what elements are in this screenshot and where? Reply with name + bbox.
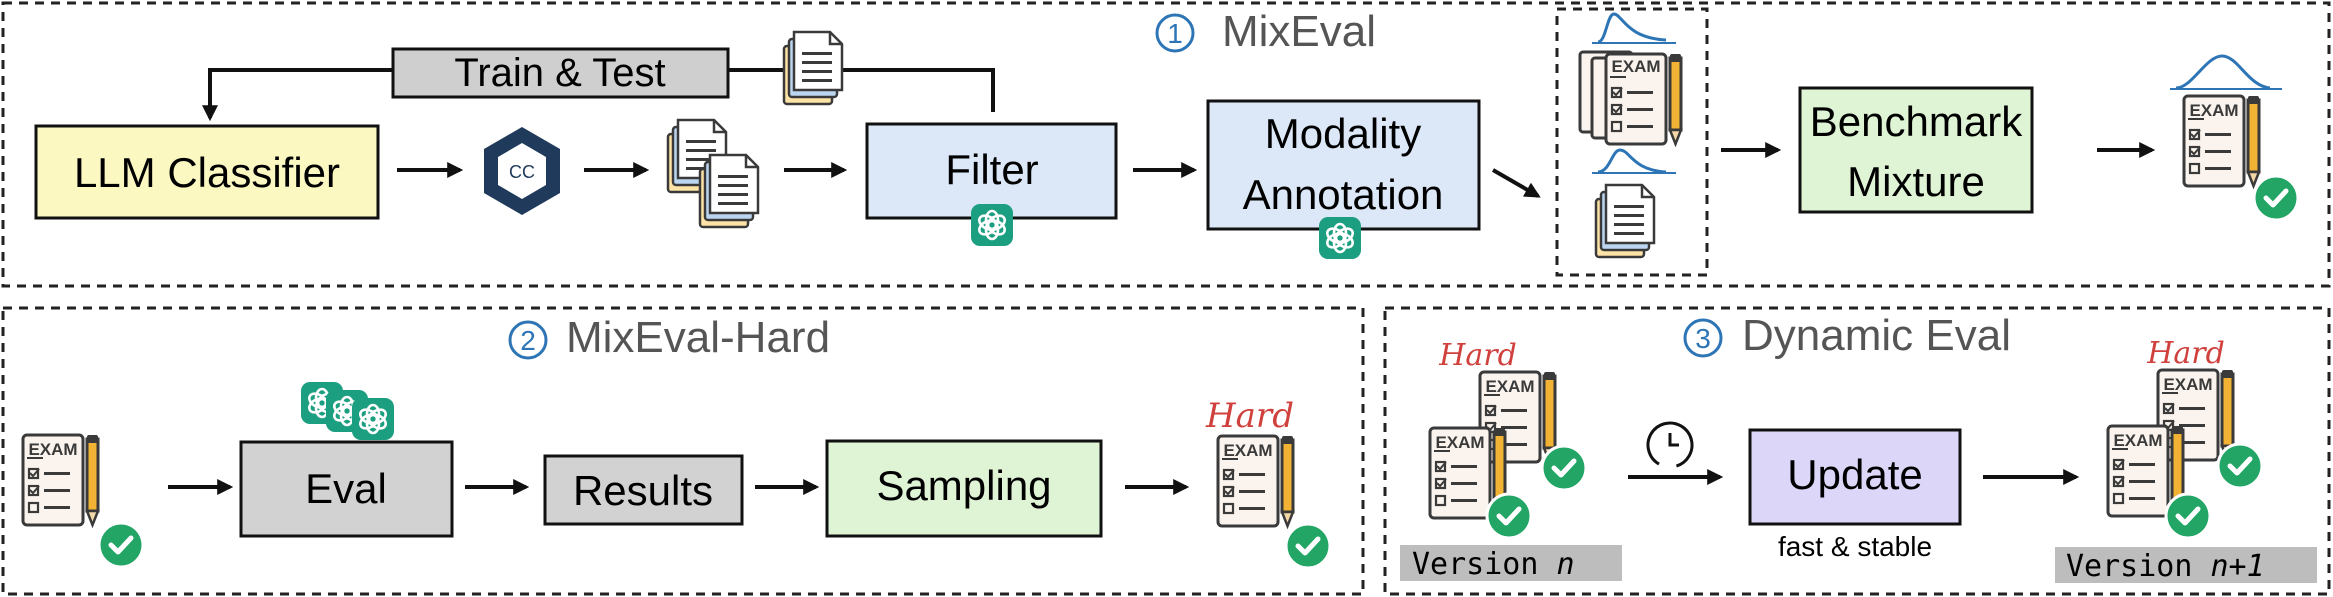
section-2-number: 2 bbox=[520, 325, 536, 356]
section-1-number: 1 bbox=[1167, 18, 1183, 49]
feedback-arrow bbox=[202, 68, 393, 122]
modality-annotation-box bbox=[1206, 99, 1481, 231]
svg-text:EXAM: EXAM bbox=[2189, 101, 2238, 120]
hard-label: Hard bbox=[2146, 336, 2225, 371]
section-3-circle bbox=[1683, 318, 1723, 358]
openai-logo-icon bbox=[350, 396, 396, 442]
svg-text:EXAM: EXAM bbox=[28, 440, 77, 459]
benchmark-mixture-box bbox=[1798, 86, 2034, 214]
svg-text:EXAM: EXAM bbox=[1223, 441, 1272, 460]
feedback-line bbox=[728, 68, 995, 112]
exam-icon: EXAM bbox=[2182, 94, 2261, 188]
section-2-title: MixEval-Hard bbox=[566, 313, 830, 362]
document-stack-icon bbox=[698, 153, 760, 229]
mixeval-section-header: 1 MixEval bbox=[1155, 7, 1376, 56]
version-n-label: Version n bbox=[1412, 547, 1575, 582]
hard-label: Hard bbox=[1205, 396, 1294, 436]
check-badge-icon bbox=[1286, 524, 1330, 568]
mixeval-hard-section-frame bbox=[1, 306, 1365, 596]
train-test-box bbox=[391, 47, 730, 99]
sampling-box bbox=[825, 439, 1103, 538]
clock-icon bbox=[1646, 421, 1694, 469]
exam-icon: EXAM bbox=[1428, 426, 1507, 520]
common-crawl-logo-icon: CC bbox=[484, 127, 560, 215]
exam-icon: EXAM bbox=[2156, 368, 2235, 462]
update-caption: fast & stable bbox=[1778, 531, 1932, 562]
check-badge-icon bbox=[2218, 444, 2262, 488]
dynamic-eval-section-header: 3 Dynamic Eval bbox=[1683, 311, 2011, 360]
exam-icon: EXAM bbox=[1216, 434, 1295, 528]
version-n-tag bbox=[1400, 545, 1622, 581]
benchmark-label-line2: Mixture bbox=[1847, 158, 1985, 205]
check-badge-icon bbox=[1542, 446, 1586, 490]
results-box bbox=[543, 454, 744, 526]
section-1-title: MixEval bbox=[1222, 7, 1376, 56]
document-stack-icon bbox=[782, 30, 844, 106]
check-badge-icon bbox=[2166, 494, 2210, 538]
distribution-curve-icon bbox=[2170, 54, 2282, 90]
llm-classifier-label: LLM Classifier bbox=[74, 149, 340, 196]
svg-text:EXAM: EXAM bbox=[1611, 57, 1660, 76]
sampling-label: Sampling bbox=[876, 462, 1051, 509]
filter-label: Filter bbox=[945, 146, 1038, 193]
document-stack-icon bbox=[1594, 183, 1656, 259]
check-badge-icon bbox=[99, 523, 143, 567]
modality-label-line1: Modality bbox=[1265, 110, 1421, 157]
exam-icon: EXAM bbox=[2106, 424, 2185, 518]
llm-classifier-box bbox=[34, 124, 380, 220]
results-label: Results bbox=[573, 467, 713, 514]
mixeval-hard-section-header: 2 MixEval-Hard bbox=[508, 313, 830, 362]
dynamic-eval-section-frame bbox=[1383, 306, 2331, 596]
eval-label: Eval bbox=[305, 465, 387, 512]
eval-box bbox=[239, 440, 454, 538]
svg-text:EXAM: EXAM bbox=[2113, 431, 2162, 450]
mixeval-section-frame bbox=[1, 1, 2331, 288]
distribution-curve-icon bbox=[1592, 12, 1676, 44]
svg-text:EXAM: EXAM bbox=[2163, 375, 2212, 394]
hard-label: Hard bbox=[1438, 338, 1517, 373]
version-n1-label: Version n+1 bbox=[2066, 549, 2265, 584]
svg-text:EXAM: EXAM bbox=[1485, 377, 1534, 396]
exam-icon: EXAM bbox=[21, 433, 100, 527]
arrow bbox=[1491, 168, 1541, 198]
benchmark-label-line1: Benchmark bbox=[1810, 98, 2023, 145]
modality-label-line2: Annotation bbox=[1243, 171, 1444, 218]
section-1-circle bbox=[1155, 13, 1195, 53]
check-badge-icon bbox=[1487, 494, 1531, 538]
update-box bbox=[1748, 428, 1962, 526]
svg-text:CC: CC bbox=[509, 162, 535, 182]
check-badge-icon bbox=[2254, 176, 2298, 220]
update-label: Update bbox=[1787, 451, 1922, 498]
distribution-curve-icon bbox=[1592, 148, 1676, 174]
exam-icon: EXAM bbox=[1478, 370, 1557, 464]
section-2-circle bbox=[508, 320, 548, 360]
openai-logo-icon bbox=[969, 202, 1015, 248]
version-n1-tag bbox=[2055, 547, 2317, 583]
filter-box bbox=[865, 122, 1118, 220]
section-3-title: Dynamic Eval bbox=[1742, 311, 2011, 360]
train-test-label: Train & Test bbox=[454, 51, 665, 95]
svg-text:EXAM: EXAM bbox=[1435, 433, 1484, 452]
section-3-number: 3 bbox=[1695, 323, 1711, 354]
exam-icon: EXAM bbox=[1578, 50, 1683, 146]
openai-logo-icon bbox=[1317, 215, 1363, 261]
